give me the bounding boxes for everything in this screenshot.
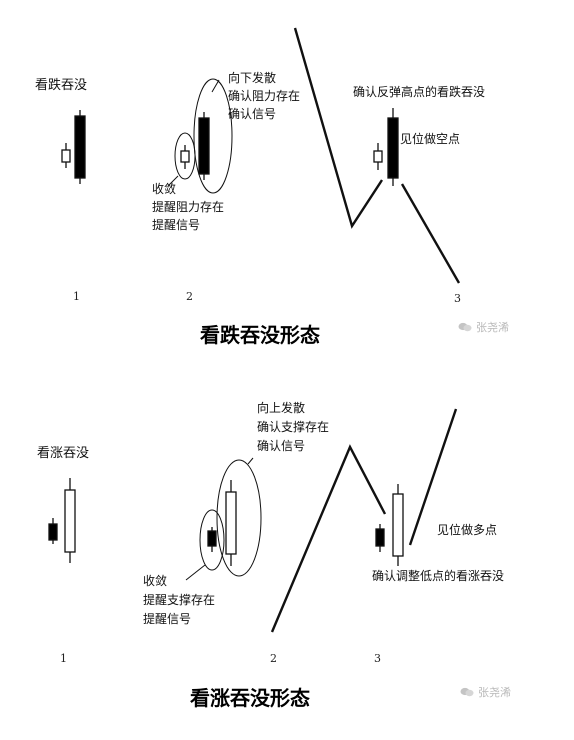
- bullish-candles-2: [185, 457, 262, 581]
- converge-ellipse: [199, 509, 225, 571]
- bullish-pattern-label: 看涨吞没: [37, 446, 90, 461]
- large-black-candle: [387, 117, 399, 179]
- large-white-candle: [64, 489, 76, 553]
- bearish-converge-line-2: 提醒阻力存在: [152, 200, 225, 214]
- bearish-confirm-label: 确认反弹高点的看跌吞没: [353, 85, 486, 99]
- wechat-icon: [458, 322, 472, 332]
- bullish-confirm-label: 确认调整低点的看涨吞没: [372, 569, 505, 583]
- large-white-candle: [225, 491, 237, 555]
- watermark-text: 张尧浠: [478, 686, 511, 699]
- bearish-price-path-up: [293, 27, 384, 229]
- bearish-converge-line-3: 提醒信号: [152, 218, 201, 232]
- bearish-title: 看跌吞没形态: [200, 323, 320, 347]
- wechat-icon: [460, 687, 474, 697]
- bullish-diverge-line-2: 确认支撑存在: [257, 420, 330, 434]
- diverge-ellipse: [193, 78, 233, 194]
- bearish-action-label: 见位做空点: [400, 132, 461, 146]
- large-white-candle: [392, 493, 404, 557]
- bullish-price-path-up: [270, 444, 387, 633]
- small-black-candle: [48, 523, 58, 541]
- watermark-text: 张尧浠: [476, 321, 509, 334]
- bearish-price-path-down: [400, 183, 461, 284]
- watermark-bottom: 张尧浠: [460, 684, 511, 700]
- small-white-candle: [373, 150, 383, 163]
- bullish-number-3: 3: [374, 652, 381, 665]
- small-white-candle: [180, 150, 190, 163]
- bearish-diverge-line-2: 确认阻力存在: [228, 89, 301, 103]
- bearish-diverge-line-3: 确认信号: [228, 107, 277, 121]
- bullish-candles-3: [375, 484, 404, 566]
- converge-pointer: [167, 175, 179, 187]
- converge-pointer: [185, 564, 206, 581]
- bearish-number-1: 1: [73, 290, 80, 303]
- bullish-number-2: 2: [270, 652, 277, 665]
- bearish-candles-2: [167, 78, 233, 194]
- bullish-price-path-rise: [408, 408, 458, 546]
- bearish-converge-line-1: 收敛: [152, 182, 177, 196]
- watermark-top: 张尧浠: [458, 319, 509, 335]
- diverge-pointer: [211, 79, 220, 93]
- large-black-candle: [74, 115, 86, 179]
- bullish-diverge-line-3: 确认信号: [257, 439, 306, 453]
- bullish-diverge-line-1: 向上发散: [257, 401, 306, 415]
- bearish-diverge-line-1: 向下发散: [228, 71, 277, 85]
- small-black-candle: [375, 528, 385, 547]
- small-white-candle: [61, 149, 71, 163]
- bullish-converge-line-3: 提醒信号: [143, 612, 192, 626]
- bullish-candles-1: [48, 478, 76, 563]
- diverge-pointer: [247, 457, 254, 465]
- diverge-ellipse: [216, 459, 262, 577]
- bullish-number-1: 1: [60, 652, 67, 665]
- bearish-candles-3: [373, 108, 399, 186]
- bullish-converge-line-1: 收敛: [143, 574, 168, 588]
- bullish-title: 看涨吞没形态: [190, 686, 310, 710]
- bearish-candles-1: [61, 110, 86, 184]
- bearish-pattern-label: 看跌吞没: [35, 78, 88, 93]
- large-black-candle: [198, 117, 210, 175]
- bullish-converge-line-2: 提醒支撑存在: [143, 593, 216, 607]
- bullish-action-label: 见位做多点: [437, 523, 498, 537]
- bearish-number-3: 3: [454, 292, 461, 305]
- bearish-number-2: 2: [186, 290, 193, 303]
- small-black-candle: [207, 530, 217, 547]
